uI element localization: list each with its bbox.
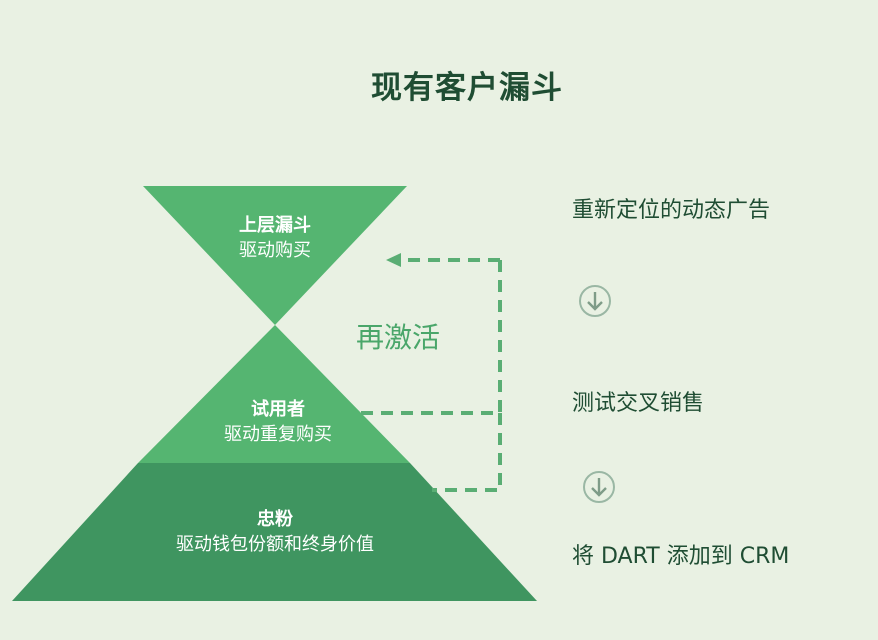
step-cross-sell-test: 测试交叉销售: [572, 391, 705, 416]
loop-arrowhead: [386, 253, 401, 267]
reactivation-loop-arrow: [358, 258, 502, 492]
loyal-fans-title: 忠粉: [257, 509, 293, 530]
loyal-fans-shape: [12, 463, 537, 601]
upper-funnel-subtitle: 驱动购买: [239, 240, 311, 261]
trial-users-label: 试用者 驱动重复购买: [178, 398, 378, 448]
circle-arrow-down-icon: [579, 285, 611, 317]
trial-users-subtitle: 驱动重复购买: [224, 424, 332, 445]
circle-arrow-down-icon: [583, 471, 615, 503]
upper-funnel-title: 上层漏斗: [239, 215, 311, 236]
step-add-dart-to-crm: 将 DART 添加到 CRM: [572, 544, 790, 569]
page-title: 现有客户漏斗: [371, 70, 563, 106]
loop-line-lower: [432, 413, 502, 492]
loyal-fans-label: 忠粉 驱动钱包份额和终身价值: [125, 508, 425, 558]
trial-users-shape: [138, 325, 410, 463]
loop-line-upper: [358, 260, 502, 415]
step-retargeting-ads: 重新定位的动态广告: [572, 198, 771, 223]
upper-funnel-label: 上层漏斗 驱动购买: [175, 214, 375, 264]
upper-funnel-shape: [143, 186, 407, 325]
trial-users-title: 试用者: [251, 399, 305, 420]
loyal-fans-subtitle: 驱动钱包份额和终身价值: [176, 534, 374, 555]
reactivate-label: 再激活: [356, 321, 441, 354]
